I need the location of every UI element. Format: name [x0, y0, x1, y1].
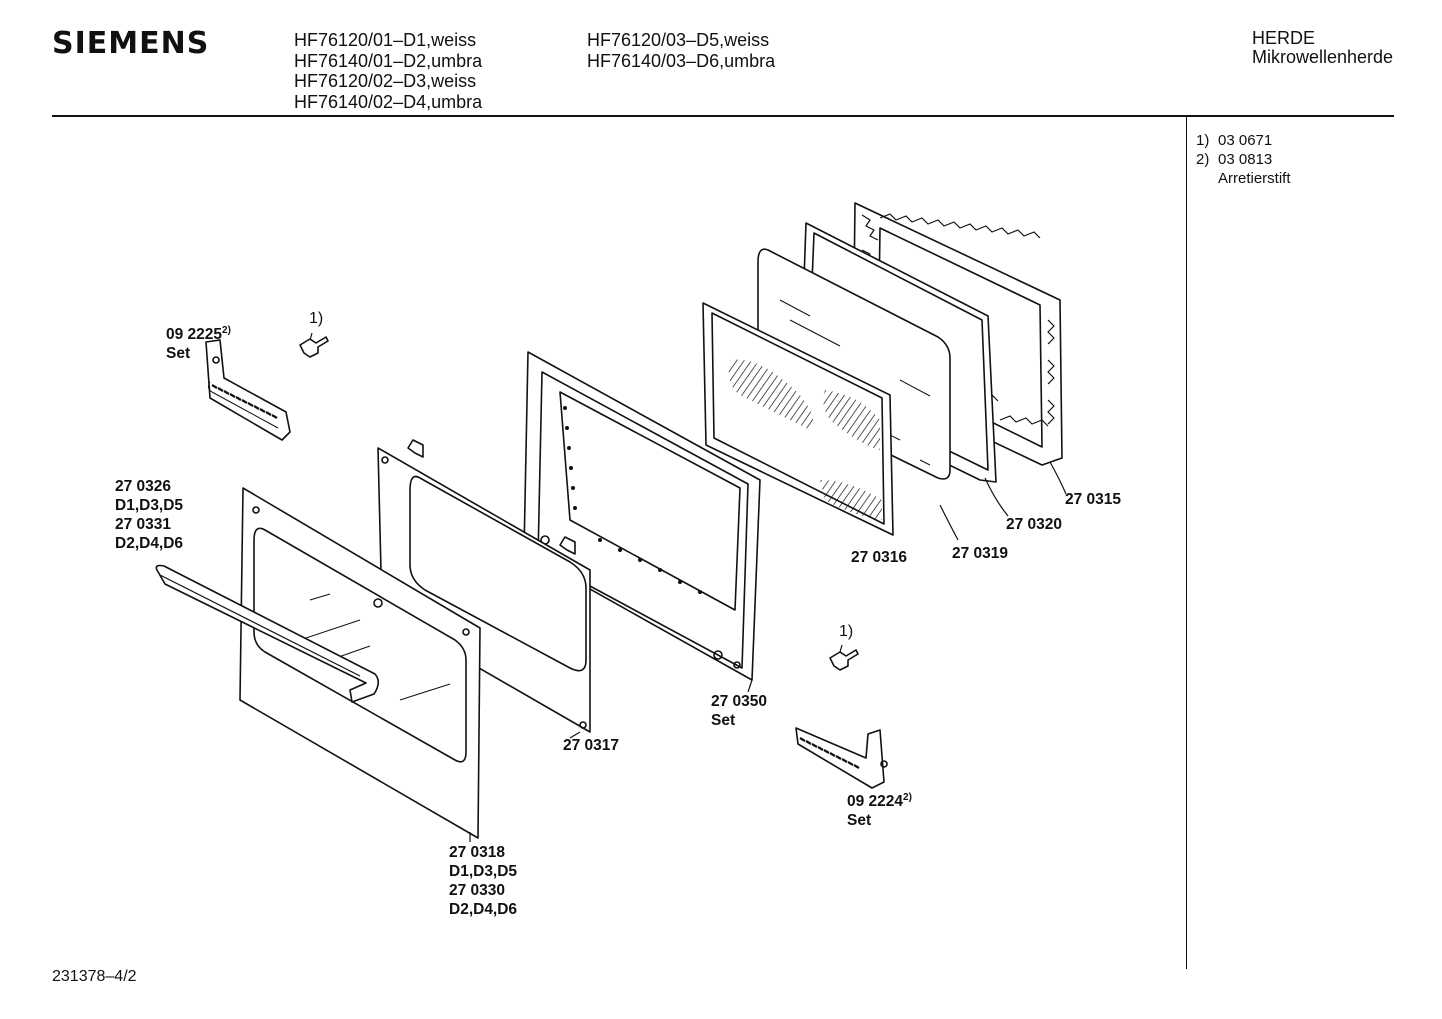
label-270316: 27 0316	[851, 549, 908, 566]
part-variant: D1,D3,D5	[449, 863, 518, 880]
label-092225: 09 22252) Set	[166, 321, 231, 363]
label-270326: 27 0326 D1,D3,D5 27 0331 D2,D4,D6	[115, 477, 183, 553]
label-pin-top: 1)	[309, 310, 324, 327]
part-sub: Set	[847, 812, 872, 829]
notes-divider	[1186, 117, 1187, 969]
part-variant: D1,D3,D5	[115, 497, 184, 514]
pin-top	[299, 336, 329, 358]
part-variant: D2,D4,D6	[449, 901, 518, 918]
part-270319-glass	[757, 248, 951, 480]
footnote-1: 1) 03 0671	[1196, 131, 1291, 150]
label-270318: 27 0318 D1,D3,D5 27 0330 D2,D4,D6	[449, 843, 517, 919]
footnote-2: 2) 03 0813	[1196, 150, 1291, 169]
pin-bottom	[829, 649, 859, 671]
label-092224: 09 22242) Set	[847, 788, 912, 830]
footnote-2-text: Arretierstift	[1218, 170, 1291, 187]
part-number: 27 0318	[449, 844, 506, 861]
header-rule	[52, 115, 1394, 117]
model-line: HF76140/02–D4,umbra	[294, 91, 483, 112]
part-number: 27 0330	[449, 882, 506, 899]
part-092224-hinge-right	[795, 727, 888, 789]
model-line: HF76140/03–D6,umbra	[587, 50, 776, 71]
part-number: 27 0350	[711, 693, 768, 710]
part-092225-hinge-left	[205, 339, 291, 441]
footnote-marker: 1)	[1196, 132, 1210, 149]
footnote-code: 03 0813	[1218, 151, 1273, 168]
model-list-1: HF76120/01–D1,weiss HF76140/01–D2,umbra …	[294, 30, 482, 112]
model-line: HF76120/03–D5,weiss	[587, 30, 770, 50]
footnotes: 1) 03 0671 2) 03 0813 Arretierstift	[1196, 131, 1291, 188]
part-270316-mesh-panel	[702, 302, 894, 536]
model-list-2: HF76120/03–D5,weiss HF76140/03–D6,umbra	[587, 30, 775, 71]
part-number: 09 2224	[847, 793, 904, 810]
label-270320: 27 0320	[1006, 516, 1063, 533]
model-line: HF76140/01–D2,umbra	[294, 50, 483, 71]
label-270315: 27 0315	[1065, 491, 1122, 508]
part-270350-door-frame	[523, 351, 761, 681]
label-270319: 27 0319	[952, 545, 1009, 562]
label-pin-bottom: 1)	[839, 623, 854, 640]
part-number: 27 0326	[115, 478, 172, 495]
footnote-marker: 2)	[1196, 151, 1210, 168]
leader-lines	[309, 332, 1067, 842]
model-line: HF76120/01–D1,weiss	[294, 30, 477, 50]
part-sub: Set	[166, 345, 191, 362]
brand-logo: SIEMENS	[52, 26, 210, 61]
label-270317: 27 0317	[563, 737, 620, 754]
document-number: 231378–4/2	[52, 968, 137, 985]
part-270318-front-panel	[239, 487, 481, 839]
category-main: HERDE	[1252, 28, 1316, 48]
footnote-ref: 2)	[222, 325, 231, 336]
footnote-ref: 2)	[903, 792, 912, 803]
label-270350: 27 0350 Set	[711, 692, 767, 730]
model-line: HF76120/02–D3,weiss	[294, 71, 477, 91]
part-variant: D2,D4,D6	[115, 535, 184, 552]
part-number: 09 2225	[166, 326, 223, 343]
category: HERDE Mikrowellenherde	[1252, 29, 1393, 67]
part-number: 27 0331	[115, 516, 172, 533]
part-sub: Set	[711, 712, 736, 729]
part-270326-handle	[155, 564, 380, 703]
category-sub: Mikrowellenherde	[1252, 47, 1394, 67]
footnote-code: 03 0671	[1218, 132, 1273, 149]
part-270317-glass-frame	[377, 439, 591, 733]
